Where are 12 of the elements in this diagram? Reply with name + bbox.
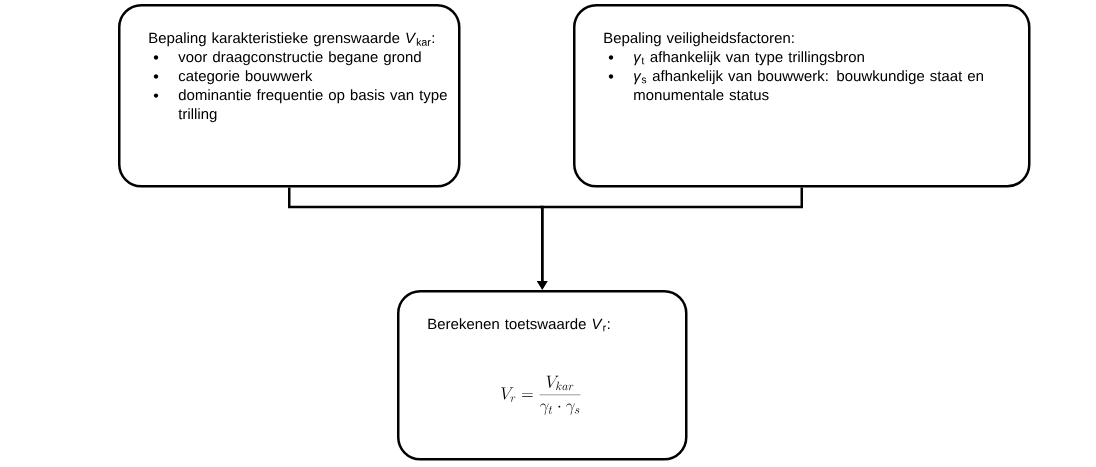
bullet-item: γ$_{s}$ afhankelijk van bouwwerk: bouwkundige staat en monumentale status	[608, 70, 983, 101]
box-heading: Berekenen toetswaarde V$_{r}$:	[428, 318, 610, 332]
process-box	[397, 290, 688, 461]
box-heading: Bepaling veiligheidsfactoren:	[604, 32, 794, 47]
box-heading: Bepaling karakteristieke grenswaarde V$_{kar}$:	[149, 32, 435, 47]
process-box	[573, 4, 1031, 188]
bullet-item: voor draagconstructie begane grond	[153, 51, 421, 66]
bullet-item: dominantie frequentie op basis van type trilling	[153, 89, 447, 123]
process-box	[118, 4, 461, 188]
formula: $V_r = \frac{V_{kar}}{\gamma_t \cdot \gamma_s}$	[501, 375, 581, 415]
bullet-item: categorie bouwwerk	[153, 70, 313, 85]
bullet-item: γ$_{t}$ afhankelijk van type trillingsbron	[608, 51, 864, 66]
